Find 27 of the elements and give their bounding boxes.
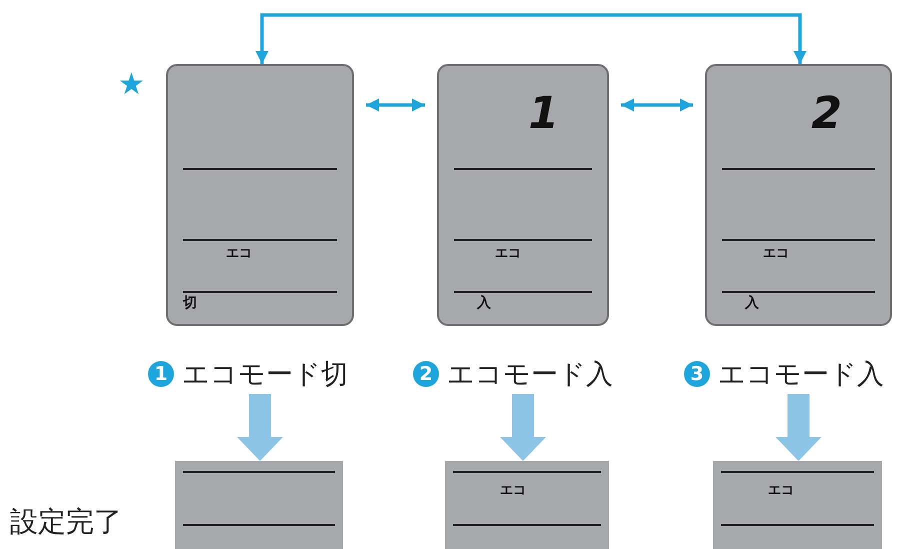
down-arrow: [237, 394, 283, 461]
mode-caption: エコモード切: [182, 358, 348, 392]
eco-indicator: エコ: [495, 245, 521, 262]
down-arrow: [776, 394, 822, 461]
step-number: 3: [684, 361, 710, 387]
step-number: 1: [148, 361, 174, 387]
segment-digit: 1: [528, 92, 559, 136]
step-number: 2: [413, 361, 439, 387]
status-indicator: 切: [183, 294, 197, 312]
status-indicator: 入: [477, 294, 491, 312]
double-arrow: [256, 13, 806, 64]
eco-indicator: エコ: [500, 482, 526, 499]
lcd-panel: [713, 461, 882, 549]
star-mark: ★: [118, 70, 145, 100]
eco-indicator: エコ: [768, 482, 794, 499]
status-label: 設定完了: [10, 508, 122, 536]
eco-indicator: エコ: [226, 245, 252, 262]
status-indicator: 入: [745, 294, 759, 312]
eco-indicator: エコ: [763, 245, 789, 262]
down-arrow: [500, 394, 546, 461]
lcd-panel: [445, 461, 609, 549]
lcd-panel: [175, 461, 343, 549]
mode-caption: エコモード入: [718, 358, 884, 392]
double-arrow: [366, 98, 425, 112]
segment-digit: 2: [811, 92, 842, 136]
mode-caption: エコモード入: [447, 358, 613, 392]
double-arrow: [621, 98, 693, 112]
